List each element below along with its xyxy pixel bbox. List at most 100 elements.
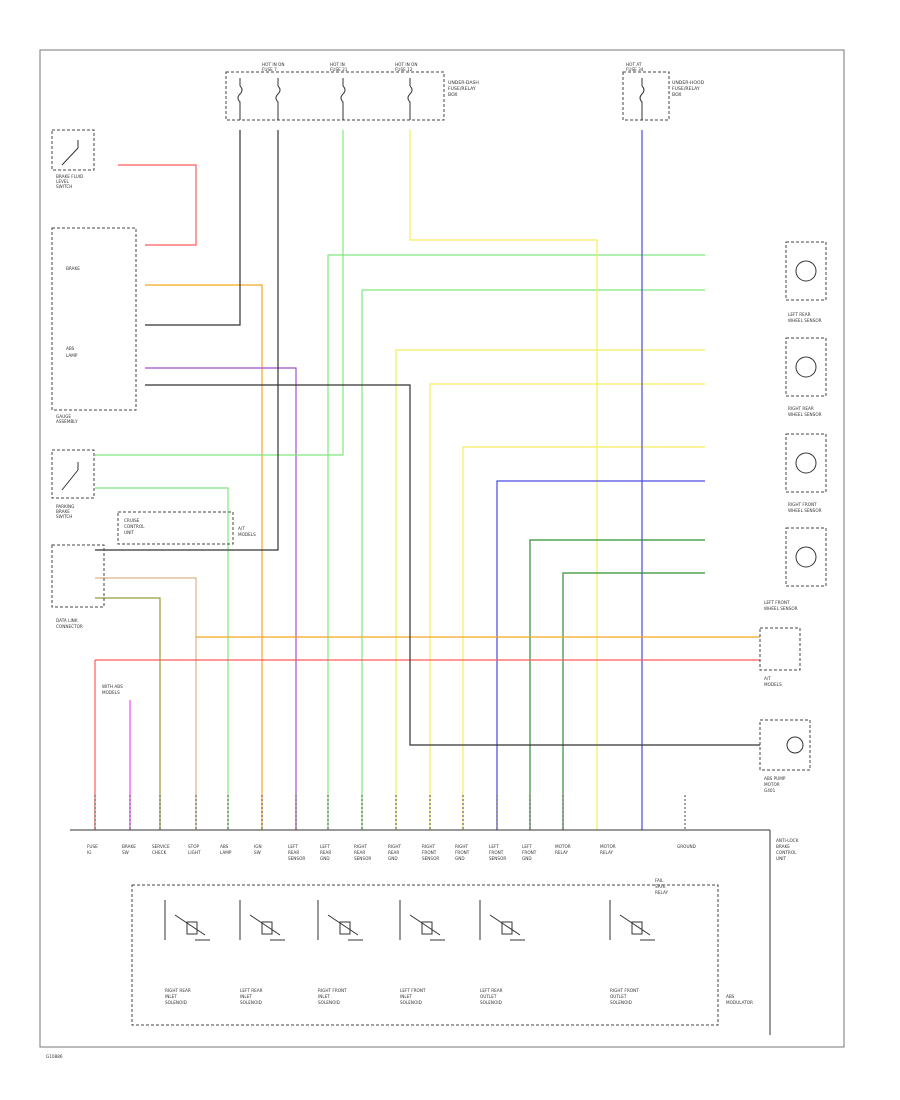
solenoid-valve [399,900,445,941]
solenoid-label: LEFT REAR [240,988,263,993]
wire-yellow-fuse12 [409,130,598,830]
ecu-pin-label: STOP [188,844,200,849]
ecu-side-label-2: BRAKE [776,844,790,849]
wire-set [94,130,760,830]
sensor-lf-label-1: LEFT FRONT [764,600,790,605]
solenoid-label: RIGHT REAR [165,988,191,993]
pump-label-1: ABS PUMP [764,776,786,781]
solenoid-coil [501,921,513,935]
ecu-pin-label: SW [122,850,129,855]
wire-yellow-right-rear-b [429,383,705,830]
solenoid-valve [479,900,525,941]
data-link-note-1: WITH ABS [102,684,123,689]
solenoid-label: INLET [318,994,330,999]
wire-red-brake-level [118,164,197,246]
footer-code: G10886 [46,1054,63,1059]
engine-fuse-title: HOT AT [626,62,642,67]
engine-fuse-box: HOT AT FUSE 34 UNDER-HOOD FUSE/RELAY BOX [622,62,705,121]
solenoid-valve [164,900,210,941]
ecu-pin-label: FRONT [422,850,437,855]
abs-modulator: ABS MODULATOR FAIL SAFE RELAY MOTOR RELA… [131,844,753,1026]
solenoid-label: SOLENOID [480,1000,502,1005]
fuse-box-label-3: BOX [448,92,458,98]
ecu-pin-label: FRONT [522,850,537,855]
wire-green-cruise [95,487,229,830]
ecu-pin-label: SENSOR [422,856,439,861]
brake-switch-label-1: BRAKE FLUID [56,174,83,179]
ecu-pin-label: IGN [254,844,262,849]
ecu-pin-label: LEFT [288,844,298,849]
ecu-pin-labels: FUSEIGBRAKESWSERVICECHECKSTOPLIGHTABSLAM… [87,795,696,861]
wire-black-gauge-1 [145,130,241,326]
ecu-pin-label: RIGHT [388,844,402,849]
wire-olive-lower [95,597,161,830]
ecu-pin-label: LEFT [489,844,499,849]
parking-switch-label-3: SWITCH [56,514,72,519]
ecu-side-label-3: CONTROL [776,850,797,855]
fuse-title-1: HOT IN ON [262,62,284,67]
ecu-pin-label: RIGHT [354,844,368,849]
brake-switch-label-3: SWITCH [56,184,72,189]
wire-black-gauge-2 [145,384,760,746]
solenoid-label: OUTLET [610,994,627,999]
sensor-rf-label-2: WHEEL SENSOR [788,508,822,513]
fail-safe-label-3: RELAY [655,890,669,895]
wire-blue-right-front [496,480,705,830]
ecu-pin-label: REAR [388,850,399,855]
solenoid-valve [609,900,655,941]
ecu-connector: ANTI-LOCK BRAKE CONTROL UNIT [70,829,799,1035]
solenoid-coil [186,921,198,935]
ecu-side-label-1: ANTI-LOCK [776,838,799,843]
solenoid-label: INLET [400,994,412,999]
sensor-rf-label-1: RIGHT FRONT [788,502,817,507]
gauge-item-3: LAMP [66,353,78,358]
tcm-note-2: MODELS [238,532,256,537]
modulator-label-2: MODULATOR [726,1000,753,1005]
ecu-pin-label: SERVICE [152,844,170,849]
ecu-pin-label: LEFT [522,844,532,849]
solenoid-coil [339,921,351,935]
motor-relay-label-2: RELAY [600,850,614,855]
fail-safe-label-1: FAIL [655,878,664,883]
ecu-pin-label: FUSE [87,844,98,849]
solenoid-coil [261,921,273,935]
ecu-pin-label: FRONT [489,850,504,855]
gauge-label-2: ASSEMBLY [56,419,78,424]
ecu-pin-label: LIGHT [188,850,201,855]
fuse-box: UNDER-DASH FUSE/RELAY BOX HOT IN ON FUSE… [225,62,479,121]
fuse-sub-1: FUSE 7 [262,67,277,72]
engine-fuse-label-1: UNDER-HOOD [672,80,705,86]
wire-darkgreen-left-front-b [562,572,705,830]
engine-fuse-label-3: BOX [672,92,682,98]
ecu-pin-label: RIGHT [455,844,469,849]
fuse-title-3: HOT IN ON [395,62,417,67]
ecu-pin-label: ABS [220,844,229,849]
data-link-label-2: CONNECTOR [56,624,83,629]
engine-fuse-label-2: FUSE/RELAY [672,86,700,92]
sensor-rr-label-1: RIGHT REAR [788,406,814,411]
ecu-pin-label: REAR [354,850,365,855]
parking-switch-label-2: BRAKE [56,509,70,514]
ecu-pin-label: GND [522,856,532,861]
wire-yellow-right-front [462,446,705,830]
fuse-box-label-2: FUSE/RELAY [448,86,476,92]
motor-relay-label-1: MOTOR [600,844,616,849]
gauge-label-1: GAUGE [56,414,71,419]
sensor-lr-label-1: LEFT REAR [788,312,811,317]
fuse-title-2: HOT IN [330,62,345,67]
sensor-rr-label-2: WHEEL SENSOR [788,412,822,417]
wire-orange-lower [95,577,197,830]
ecu-pin-label: SENSOR [489,856,506,861]
solenoid-label: SOLENOID [610,1000,632,1005]
sensor-lr-label-2: WHEEL SENSOR [788,318,822,323]
brake-switch-label-2: LEVEL [56,179,69,184]
fuse-box-label-1: UNDER-DASH [448,80,479,86]
cruise-label-1: CRUISE [124,518,140,523]
ecu-pin-label: RIGHT [422,844,436,849]
parking-switch-label-1: PARKING [56,504,74,509]
solenoid-label: RIGHT FRONT [610,988,639,993]
ecu-pin-label: MOTOR [555,844,571,849]
solenoid-label: RIGHT FRONT [318,988,347,993]
connector-label-1: A/T [764,676,771,681]
